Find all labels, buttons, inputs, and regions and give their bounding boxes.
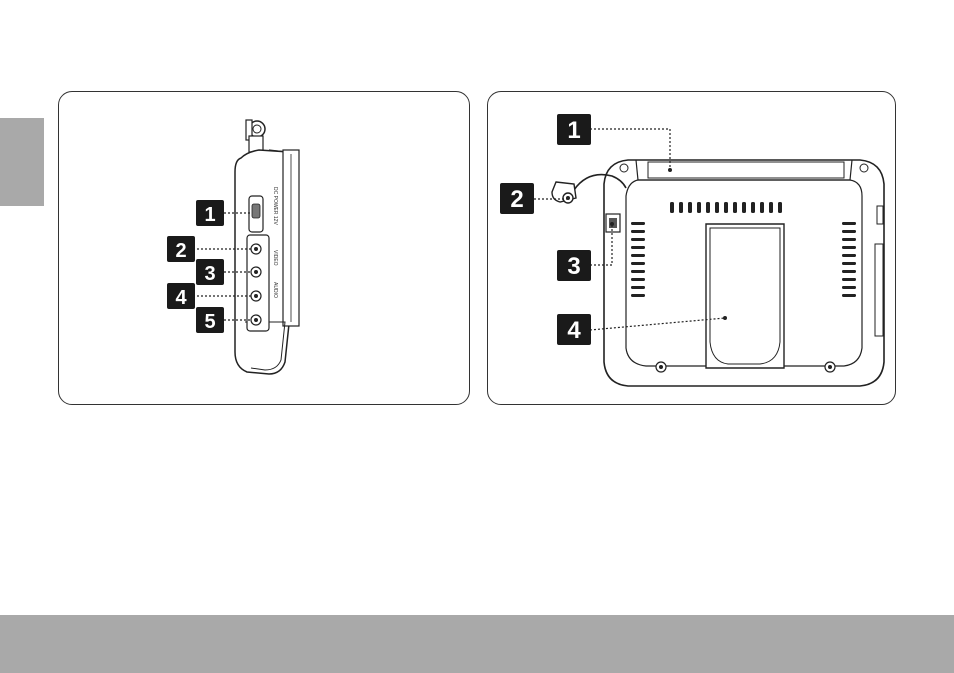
back-view-illustration: 1 2 3 4 [488,92,895,404]
svg-text:4: 4 [567,317,581,344]
svg-text:1: 1 [204,204,215,226]
svg-text:3: 3 [567,253,580,280]
callout-3: 3 [196,259,224,285]
callout-2: 2 [500,183,534,214]
svg-text:1: 1 [567,117,580,144]
footer-bar [0,615,954,673]
svg-text:3: 3 [204,263,215,285]
antenna-icon [246,120,265,152]
callout-5: 5 [196,307,224,333]
language-tab [0,118,44,206]
callout-4: 4 [557,314,591,345]
svg-text:4: 4 [175,287,187,309]
svg-text:5: 5 [204,311,215,333]
callout-1: 1 [557,114,591,145]
device-side-body: DC POWER 12V VIDEO AUDIO [235,150,299,374]
svg-text:2: 2 [175,240,186,262]
audio-label: AUDIO [272,282,278,298]
power-label: DC POWER 12V [272,187,278,225]
callout-4: 4 [167,283,195,309]
callout-2: 2 [167,236,195,262]
side-view-illustration: DC POWER 12V VIDEO AUDIO 1 2 3 4 [59,92,469,404]
back-view-panel: 1 2 3 4 [487,91,896,405]
callout-1: 1 [196,200,224,226]
device-back-body [604,160,884,386]
video-label: VIDEO [272,250,278,266]
side-view-panel: DC POWER 12V VIDEO AUDIO 1 2 3 4 [58,91,470,405]
callout-3: 3 [557,250,591,281]
svg-text:2: 2 [510,186,523,213]
